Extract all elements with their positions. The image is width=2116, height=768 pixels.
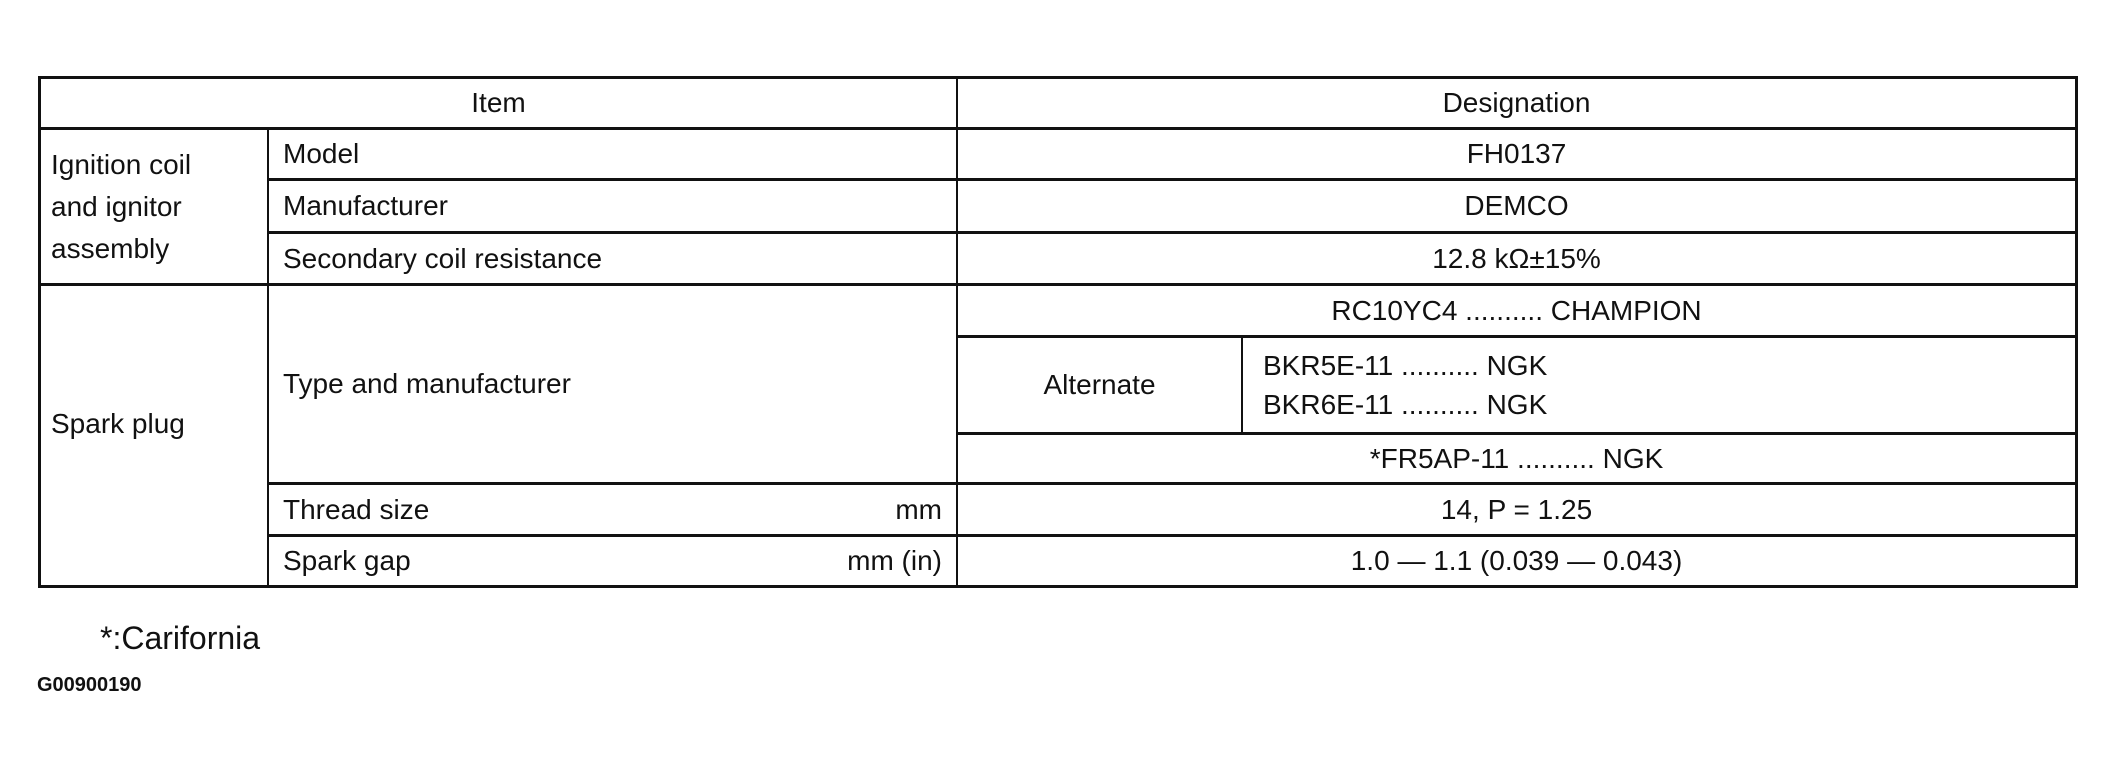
row-divider [958,432,2075,435]
alternate-list: BKR5E-11 .......... NGK BKR6E-11 .......… [1243,338,2075,432]
value-primary-plug: RC10YC4 .......... CHAMPION [1331,294,1702,326]
value-secondary-resistance: 12.8 kΩ±15% [1432,242,1601,274]
col-divider [1241,337,1243,433]
row-divider [269,482,2075,485]
row-divider [269,231,2075,234]
spark-gap-unit: mm (in) [847,545,942,577]
item-spark-gap: Spark gap mm (in) [269,537,956,585]
value-thread-size: 14, P = 1.25 [1440,493,1593,525]
col-divider [267,129,269,585]
value-manufacturer: DEMCO [1464,190,1569,222]
group-ignition-line: Ignition coil [51,148,192,180]
spec-table: Item Designation Ignition coil and ignit… [38,76,2078,588]
header-designation: Designation [1442,87,1591,119]
value-california-plug: *FR5AP-11 .......... NGK [1369,442,1664,474]
figure-id: G00900190 [37,674,142,696]
item-thread-size: Thread size mm [269,485,956,534]
row-divider [41,127,2075,130]
group-ignition-line: assembly [51,232,170,264]
col-divider [956,79,958,585]
item-manufacturer: Manufacturer [283,190,448,222]
value-spark-gap: 1.0 — 1.1 (0.039 — 0.043) [1350,545,1683,577]
item-secondary-resistance: Secondary coil resistance [283,242,603,274]
thread-size-unit: mm [895,493,942,525]
alternate-plug: BKR6E-11 .......... NGK [1263,389,1548,420]
spark-gap-label: Spark gap [283,545,411,577]
group-ignition-line: and ignitor [51,190,182,222]
footnote: *:Carifornia [100,620,261,656]
item-model: Model [283,138,360,170]
group-ignition: Ignition coil and ignitor assembly [41,130,267,283]
group-spark-plug: Spark plug [51,407,185,439]
header-item: Item [471,87,526,119]
value-model: FH0137 [1466,138,1567,170]
alternate-label: Alternate [1043,369,1156,401]
row-divider [269,534,2075,537]
item-type-manufacturer: Type and manufacturer [283,368,571,400]
row-divider [958,335,2075,338]
thread-size-label: Thread size [283,493,430,525]
alternate-plug: BKR5E-11 .......... NGK [1263,349,1548,381]
row-divider [41,283,2075,286]
row-divider [269,178,2075,181]
